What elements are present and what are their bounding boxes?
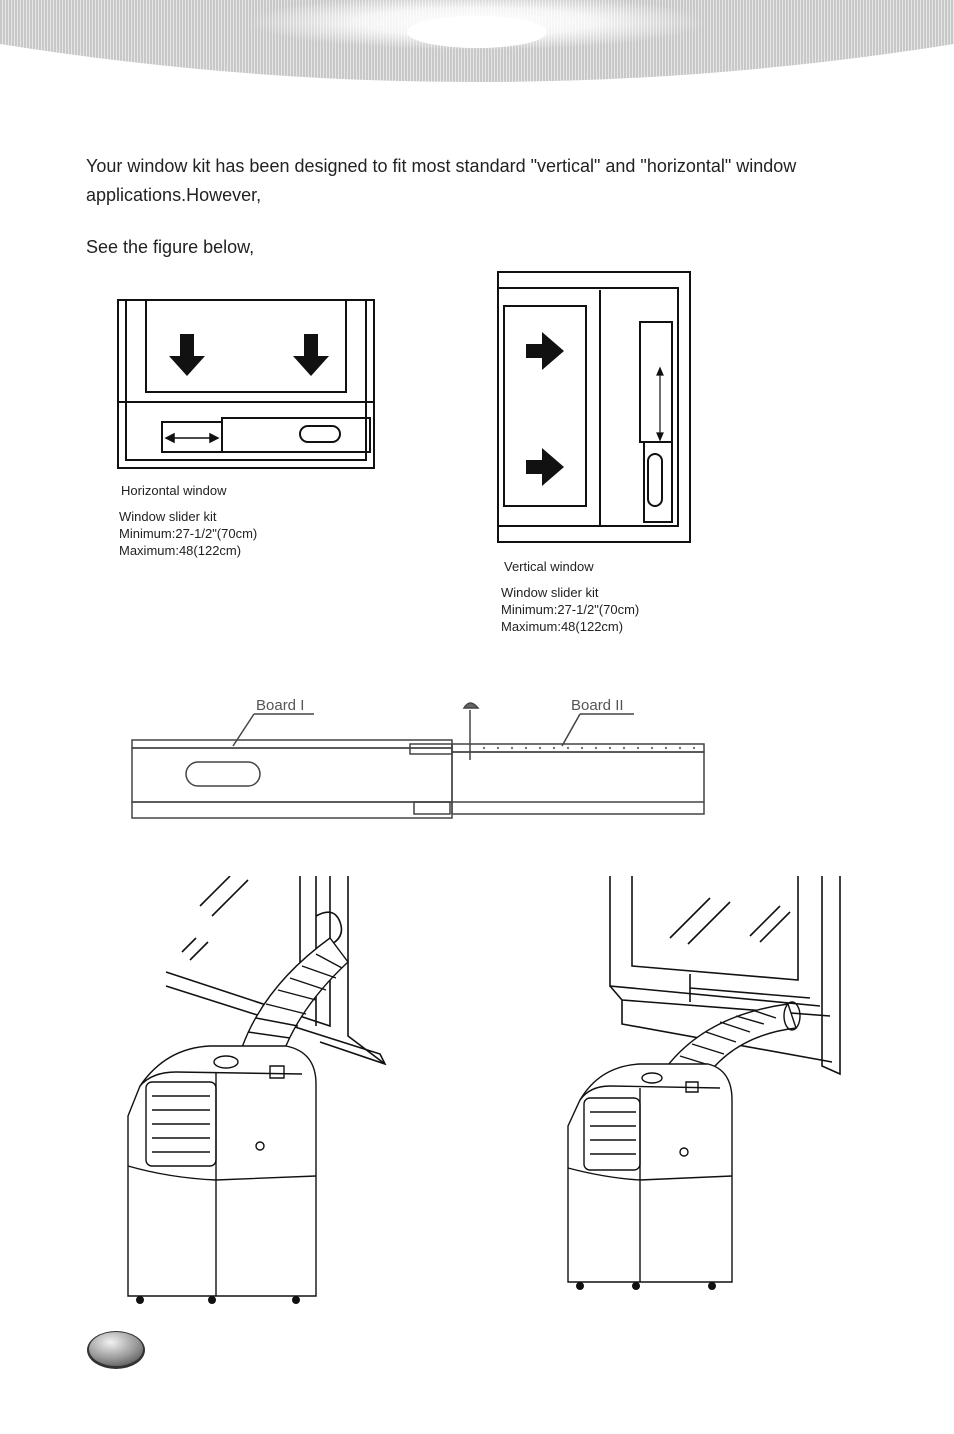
intro-paragraph: Your window kit has been designed to fit… [86,156,797,205]
see-figure-text: See the figure below, [86,237,255,257]
vertical-window-caption-title: Vertical window [504,558,594,575]
vertical-window-figure [497,271,691,543]
horizontal-installation-illustration [127,876,387,1304]
page-number-badge [87,1331,145,1369]
board-1-label: Board I [256,697,304,714]
header-banner [0,0,954,82]
vertical-window-title: Vertical window [504,559,594,574]
board-2-label: Board II [571,697,624,714]
horizontal-window-figure [117,299,375,469]
horizontal-window-caption-title: Horizontal window [121,482,227,499]
horizontal-kit-maximum: Maximum:48(122cm) [119,543,242,558]
horizontal-kit-label: Window slider kit [119,509,217,524]
slider-boards-figure: Board I Board II [131,697,705,819]
horizontal-window-title: Horizontal window [121,483,227,498]
vertical-window-caption-specs: Window slider kit Minimum:27-1/2"(70cm) … [501,584,639,635]
horizontal-kit-minimum: Minimum:27-1/2"(70cm) [119,526,258,541]
vertical-kit-maximum: Maximum:48(122cm) [501,619,624,634]
vertical-kit-label: Window slider kit [501,585,599,600]
horizontal-window-caption-specs: Window slider kit Minimum:27-1/2"(70cm) … [119,508,257,559]
vertical-installation-illustration [567,876,841,1290]
vertical-kit-minimum: Minimum:27-1/2"(70cm) [501,602,640,617]
